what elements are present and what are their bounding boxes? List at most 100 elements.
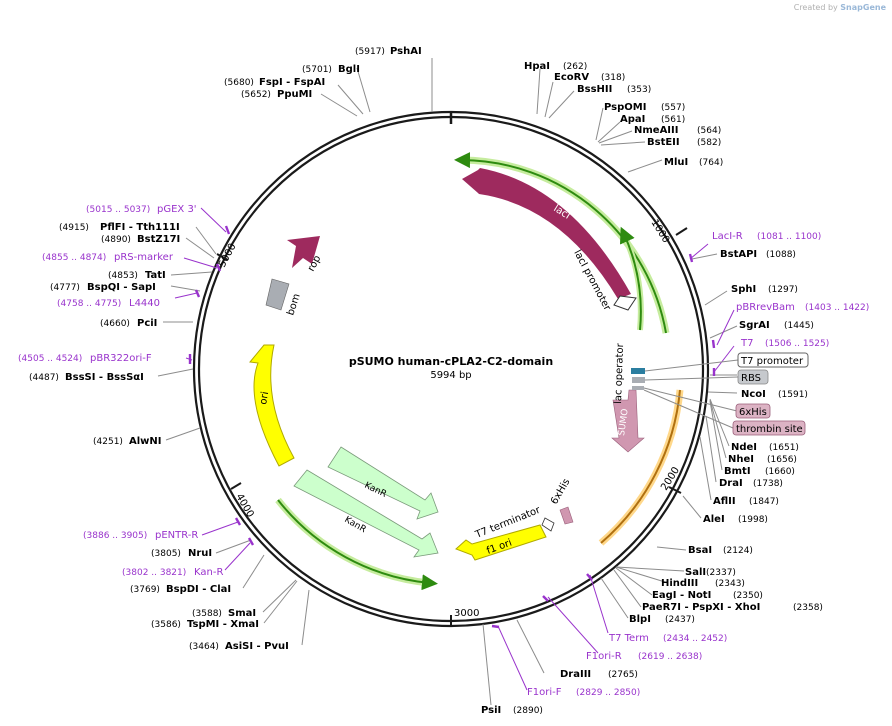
primer-kanr-range: (3802 .. 3821) [122, 568, 186, 578]
his-tag-feature [559, 506, 574, 525]
site-pcii: PciI [137, 318, 157, 329]
ori-label: ori [258, 391, 271, 406]
site-sali: SalI [685, 567, 706, 578]
primer-lacir-range: (1081 .. 1100) [757, 232, 821, 242]
site-pcii-pos: (4660) [100, 319, 130, 329]
site-smai-pos: (3588) [192, 609, 222, 619]
primer-pgex3-range: (5015 .. 5037) [86, 205, 150, 215]
site-drai-pos: (1738) [753, 479, 783, 489]
primer-pentrr-range: (3886 .. 3905) [83, 531, 147, 541]
svg-text:thrombin site: thrombin site [736, 424, 803, 435]
primer-pbrrevbam: pBRrevBam [736, 302, 795, 313]
site-paer7i-pos: (2358) [793, 603, 823, 613]
bom-feature [265, 278, 290, 311]
svg-text:RBS: RBS [741, 373, 761, 384]
site-bsai-pos: (2124) [723, 546, 753, 556]
primer-pbrrevbam-range: (1403 .. 1422) [805, 303, 869, 313]
site-pflfi: PflFI - Tth111I [100, 222, 180, 233]
site-bspqi: BspQI - SapI [87, 282, 156, 293]
site-pshai: PshAI [390, 46, 422, 57]
site-asisi-pos: (3464) [189, 642, 219, 652]
site-apai: ApaI [620, 114, 645, 125]
laci-feature [462, 168, 631, 299]
site-pspomi: PspOMI [604, 102, 646, 113]
site-sphi-pos: (1297) [768, 285, 798, 295]
t7-promoter-feature [631, 368, 645, 374]
his6-feature [632, 386, 644, 390]
site-bstz17i: BstZ17I [137, 234, 180, 245]
kanr-feature-1 [327, 446, 439, 520]
site-asisi: AsiSI - PvuI [225, 641, 289, 652]
site-ndei-pos: (1651) [769, 443, 799, 453]
site-bmti: BmtI [724, 466, 751, 477]
site-pflfi-pos: (4915) [59, 223, 89, 233]
primer-kanr: Kan-R [194, 567, 223, 578]
site-nrui-pos: (3805) [151, 549, 181, 559]
sumo-orf-glow [598, 389, 684, 546]
tag-rbs: RBS [737, 369, 769, 385]
site-bspqi-pos: (4777) [50, 283, 80, 293]
site-draiii: DraIII [560, 669, 591, 680]
primer-marks [188, 225, 716, 629]
primer-pentrr: pENTR-R [155, 530, 198, 541]
primer-labels: LacI-R (1081 .. 1100) pBRrevBam (1403 ..… [18, 204, 869, 698]
his-tag-label: 6xHis [549, 477, 572, 507]
primer-t7: T7 [740, 338, 753, 349]
svg-text:T7 promoter: T7 promoter [740, 356, 804, 367]
primer-l4440: L4440 [129, 298, 160, 309]
site-labels-left: (4915) PflFI - Tth111I (4890) BstZ17I (4… [29, 222, 289, 652]
site-ecorv-pos: (318) [601, 73, 625, 83]
primer-t7term: T7 Term [608, 633, 649, 644]
site-alwni: AlwNI [129, 436, 162, 447]
primer-prsmarker-range: (4855 .. 4874) [42, 253, 106, 263]
backbone-inner [197, 115, 705, 623]
site-draiii-pos: (2765) [608, 670, 638, 680]
tick-4000: 4000 [233, 492, 255, 520]
site-bsai: BsaI [688, 545, 712, 556]
sumo-label: SUMO [617, 408, 631, 436]
tag-leaders [643, 359, 739, 429]
site-blpi-pos: (2437) [665, 615, 695, 625]
site-bsteii-pos: (582) [697, 138, 721, 148]
site-pshai-pos: (5917) [355, 47, 385, 57]
site-sgrai-pos: (1445) [784, 321, 814, 331]
site-bsshii: BssHII [577, 84, 612, 95]
site-paer7i: PaeR7I - PspXI - XhoI [642, 602, 760, 613]
site-leaders [157, 58, 738, 706]
sumo-feature [611, 389, 645, 453]
site-eagi: EagI - NotI [652, 590, 711, 601]
primer-pbr322orif: pBR322ori-F [90, 353, 152, 364]
primer-prsmarker: pRS-marker [114, 252, 174, 263]
site-tati: TatI [145, 270, 166, 281]
t7-terminator-arrow [541, 517, 555, 532]
rbs-feature [632, 377, 645, 383]
ori-feature [249, 344, 295, 467]
site-tati-pos: (4853) [108, 271, 138, 281]
site-nhei-pos: (1656) [767, 455, 797, 465]
site-bsssi: BssSI - BssSαI [65, 372, 144, 383]
tick-3000: 3000 [454, 608, 479, 619]
site-tspmi-pos: (3586) [151, 620, 181, 630]
primer-f1orif-range: (2829 .. 2850) [576, 688, 640, 698]
primer-pbr322orif-range: (4505 .. 4524) [18, 354, 82, 364]
site-drai: DraI [719, 478, 743, 489]
site-bstz17i-pos: (4890) [101, 235, 131, 245]
site-ndei: NdeI [731, 442, 757, 453]
site-nmeaiii-pos: (564) [697, 126, 721, 136]
rop-feature [287, 236, 320, 268]
site-sgrai: SgrAI [739, 320, 770, 331]
site-bsshii-pos: (353) [627, 85, 651, 95]
svg-text:6xHis: 6xHis [739, 407, 767, 418]
tag-t7-promoter: T7 promoter [737, 352, 809, 368]
site-ncoi-pos: (1591) [778, 390, 808, 400]
site-bstapi: BstAPI [720, 249, 757, 260]
site-ncoi: NcoI [741, 389, 766, 400]
site-nrui: NruI [188, 548, 212, 559]
primer-f1orif: F1ori-F [527, 687, 562, 698]
primer-lacir: LacI-R [712, 231, 743, 242]
bom-label: bom [285, 292, 302, 317]
site-alei: AleI [703, 514, 725, 525]
site-sphi: SphI [731, 284, 756, 295]
primer-f1orir-range: (2619 .. 2638) [638, 652, 702, 662]
